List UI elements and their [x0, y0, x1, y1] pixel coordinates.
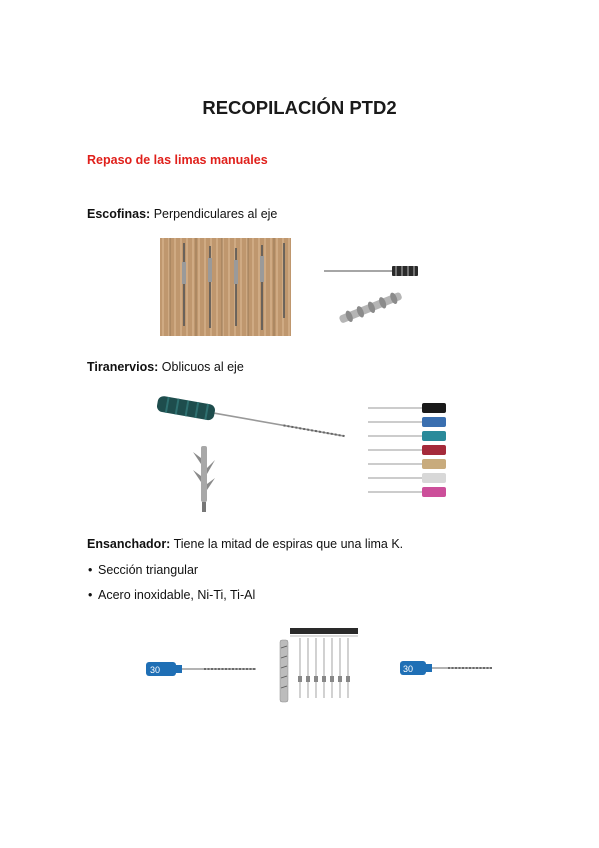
- tiranervio-tip-image: [193, 446, 215, 512]
- tiranervios-desc: Oblicuos al eje: [158, 360, 244, 374]
- tiranervio-set-image: [368, 403, 446, 497]
- file-size-label-right: 30: [403, 664, 413, 674]
- ensanchador-set-image: [279, 628, 358, 703]
- escofinas-term: Escofinas:: [87, 207, 151, 221]
- tiranervio-file-image: [156, 396, 345, 438]
- bullet-item: • Acero inoxidable, Ni-Ti, Ti-Al: [88, 588, 255, 602]
- escofinas-desc: Perpendiculares al eje: [150, 207, 278, 221]
- ensanchador-term: Ensanchador:: [87, 537, 171, 551]
- tiranervios-line: Tiranervios: Oblicuos al eje: [87, 360, 244, 374]
- bullet-text: Sección triangular: [98, 563, 199, 577]
- bullet-mark: •: [88, 563, 93, 577]
- escofinas-line: Escofinas: Perpendiculares al eje: [87, 207, 277, 221]
- bullet-item: • Sección triangular: [88, 563, 198, 577]
- ensanchador-file-right-image: 30: [400, 661, 492, 675]
- page-title: RECOPILACIÓN PTD2: [202, 97, 397, 118]
- escofina-file-image: [324, 266, 418, 323]
- bullet-text: Acero inoxidable, Ni-Ti, Ti-Al: [98, 588, 256, 602]
- ensanchador-desc: Tiene la mitad de espiras que una lima K…: [170, 537, 404, 551]
- escofinas-box-image: [160, 238, 291, 336]
- bullet-mark: •: [88, 588, 93, 602]
- file-size-label-left: 30: [150, 665, 160, 675]
- ensanchador-file-left-image: 30: [146, 662, 256, 676]
- ensanchador-line: Ensanchador: Tiene la mitad de espiras q…: [87, 537, 403, 551]
- tiranervios-term: Tiranervios:: [87, 360, 159, 374]
- section-subtitle: Repaso de las limas manuales: [87, 153, 268, 167]
